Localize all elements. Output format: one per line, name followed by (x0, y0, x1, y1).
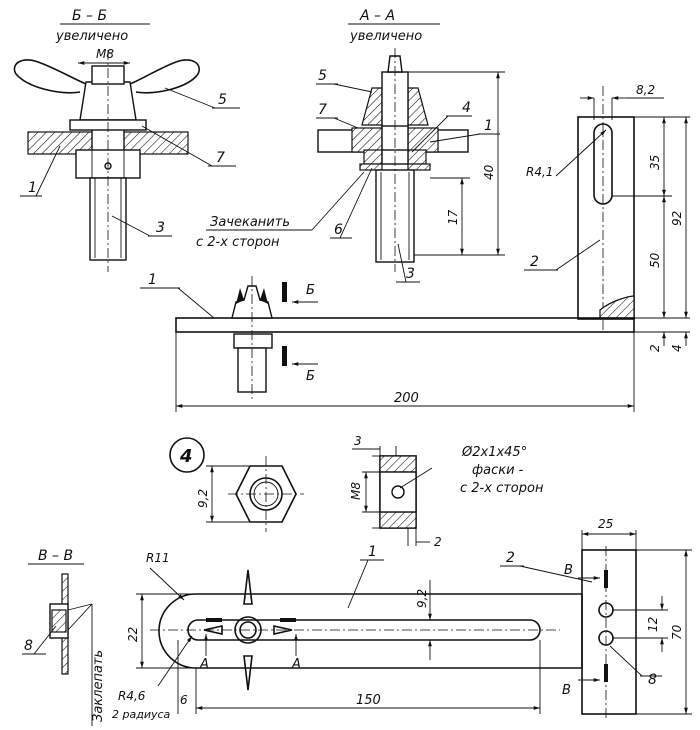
dim-m8-detail: М8 (349, 482, 363, 500)
dim-9-2-slot: 9,2 (415, 589, 429, 608)
section-mark-v-top: В (564, 563, 573, 578)
base-plate-elevation: Б Б 1 200 (140, 272, 635, 412)
section-bb-title: Б – Б (72, 8, 107, 24)
dim-4: 4 (670, 344, 684, 352)
dim-r4-1: R4,1 (526, 165, 553, 179)
label-aa-7: 7 (318, 102, 327, 118)
wing-nut-left-wing (13, 59, 87, 94)
label-bracket-2: 2 (530, 254, 539, 270)
section-mark-a-right: А (291, 657, 301, 672)
note-caulk-line2: с 2-х сторон (196, 235, 280, 250)
bracket-side-view: 8,2 R4,1 35 50 92 2 4 2 (524, 83, 690, 352)
note-two-radii: 2 радиуса (112, 708, 171, 721)
dim-6: 6 (180, 693, 188, 707)
section-bb-subtitle: увеличено (55, 29, 128, 44)
section-vv-view: В – В 8 Заклепать (22, 548, 106, 726)
label-plan-8: 8 (648, 672, 657, 688)
dim-92: 92 (670, 211, 684, 226)
section-mark-b-top: Б (306, 283, 315, 298)
label-bb-3: 3 (156, 220, 165, 236)
section-mark-a-left: А (199, 657, 209, 672)
dim-9-2-nut: 9,2 (196, 489, 210, 508)
dim-70: 70 (670, 624, 684, 640)
label-aa-6: 6 (334, 222, 343, 238)
label-bb-7: 7 (216, 150, 225, 166)
dim-25: 25 (598, 517, 613, 531)
section-vv-title: В – В (38, 548, 73, 564)
dim-200: 200 (394, 391, 419, 406)
dim-2-detail: 2 (434, 535, 442, 549)
label-aa-5: 5 (318, 68, 327, 84)
section-bb-view: Б – Б увеличено М8 5 7 1 (13, 8, 240, 272)
section-mark-v-bottom: В (562, 683, 571, 698)
dim-12: 12 (646, 617, 660, 632)
note-chamfer-2: фаски - (472, 463, 524, 478)
label-bb-1: 1 (28, 180, 37, 196)
wing-nut-right-wing (129, 59, 200, 94)
dim-22: 22 (126, 627, 140, 642)
dim-3: 3 (354, 434, 362, 448)
note-chamfer-1: Ø2х1х45° (461, 445, 527, 460)
note-chamfer-3: с 2-х сторон (460, 481, 544, 496)
note-rivet: Заклепать (91, 650, 106, 722)
base-plate-bar (175, 317, 635, 333)
section-aa-subtitle: увеличено (349, 29, 422, 44)
dim-2: 2 (648, 344, 662, 352)
label-plan-1: 1 (368, 544, 377, 560)
dim-40: 40 (482, 164, 496, 180)
dim-35: 35 (648, 155, 662, 170)
detail-4-nut: 4 9,2 М8 3 2 Ø2х1х45° фаски - с 2-х стор… (169, 434, 544, 549)
section-aa-view: А – А увеличено 5 7 4 (196, 8, 505, 283)
plan-bracket (581, 549, 637, 715)
label-aa-4: 4 (462, 100, 471, 116)
plan-view: А А В В 1 2 8 25 70 12 22 (112, 517, 692, 721)
note-caulk-line1: Зачеканить (210, 215, 290, 230)
label-bb-5: 5 (218, 92, 227, 108)
dim-r11: R11 (146, 551, 170, 565)
label-aa-3: 3 (406, 266, 415, 282)
label-plate-1: 1 (148, 272, 157, 288)
section-aa-title: А – А (359, 8, 395, 24)
dim-50: 50 (648, 252, 662, 268)
dim-17: 17 (446, 209, 460, 225)
dim-150: 150 (356, 693, 381, 708)
label-plan-2: 2 (506, 550, 515, 566)
section-mark-b-bottom: Б (306, 369, 315, 384)
dim-8-2: 8,2 (636, 83, 655, 97)
bracket-upright (577, 116, 635, 320)
dim-r4-6: R4,6 (118, 689, 146, 703)
detail-4-label: 4 (179, 446, 193, 467)
label-aa-1: 1 (484, 118, 493, 134)
label-vv-8: 8 (24, 638, 33, 654)
dim-m8: М8 (96, 47, 114, 61)
